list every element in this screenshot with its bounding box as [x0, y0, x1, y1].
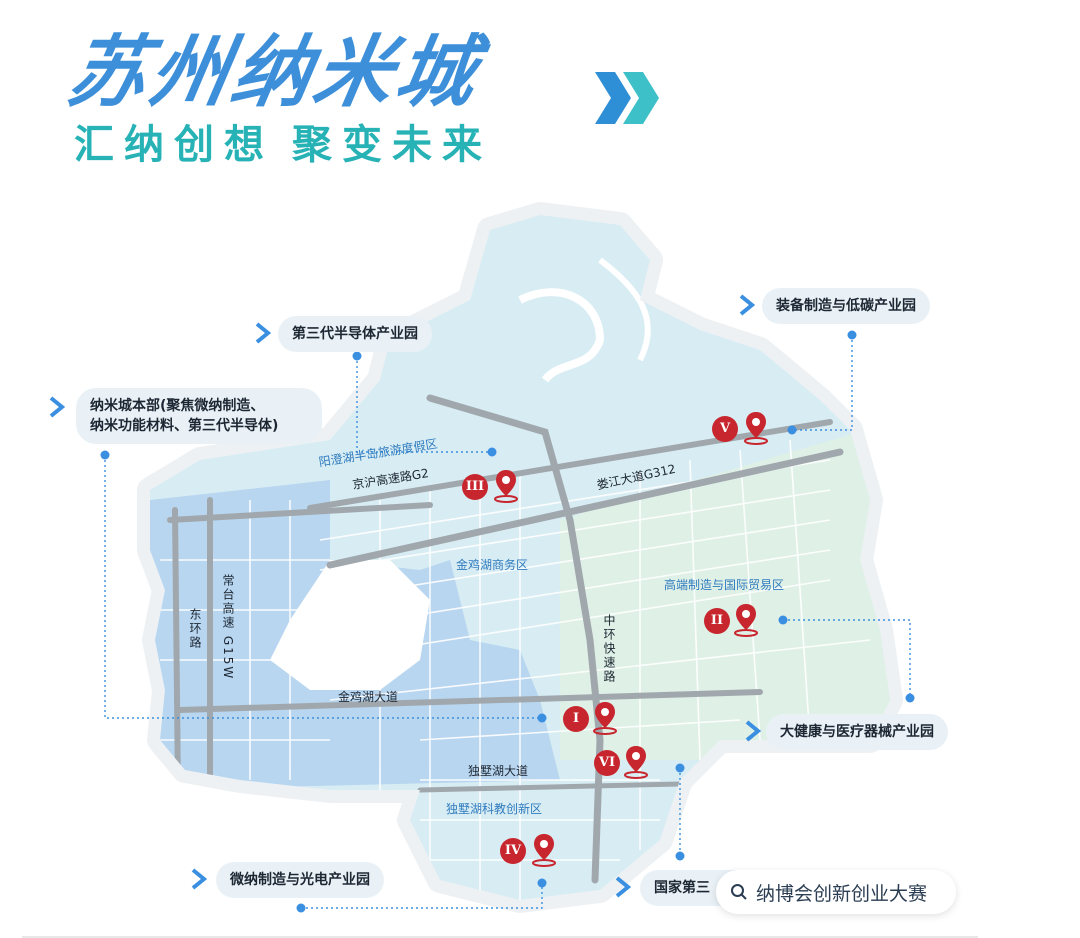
- label-high-end: 高端制造与国际贸易区: [664, 578, 785, 592]
- peninsula-river: [598, 257, 651, 362]
- connector-dots: [100, 330, 915, 913]
- search-suggestion[interactable]: 纳博会创新创业大赛: [716, 870, 956, 914]
- search-icon: [731, 884, 747, 900]
- pin-V[interactable]: V: [712, 410, 776, 450]
- location-pin-icon: [744, 412, 768, 445]
- label-jinjihu-avenue: 金鸡湖大道: [338, 690, 399, 704]
- label-east-ring: 东环路: [188, 608, 202, 650]
- chevron-right-icon: [745, 720, 762, 742]
- label-dushuhu-sci: 独墅湖科教创新区: [446, 802, 543, 816]
- location-pin-icon: [624, 746, 648, 779]
- chevron-right-icon: [739, 294, 756, 316]
- label-jinjihu-business: 金鸡湖商务区: [456, 558, 529, 572]
- label-changtai: 常台高速 G15W: [221, 574, 235, 681]
- region-east: [560, 420, 890, 760]
- callout-health-label: 大健康与医疗器械产业园: [780, 724, 934, 740]
- callout-micro-label: 微纳制造与光电产业园: [230, 872, 370, 888]
- callout-semiconductor-label: 第三代半导体产业园: [292, 326, 418, 342]
- callout-equipment-label: 装备制造与低碳产业园: [776, 298, 916, 314]
- callout-national-label: 国家第三: [654, 880, 710, 896]
- chevron-right-icon: [191, 868, 208, 890]
- pin-IV-badge: IV: [500, 838, 526, 864]
- chevron-right-icon: [255, 322, 272, 344]
- pin-III[interactable]: III: [462, 468, 526, 508]
- callout-hq-line1: 纳米城本部(聚焦微纳制造、: [90, 398, 265, 414]
- page-subtitle: 汇纳创想聚变未来: [74, 112, 492, 170]
- pin-II-badge: II: [704, 608, 730, 634]
- location-pin-icon: [593, 702, 617, 735]
- pin-VI-badge: VI: [594, 750, 620, 776]
- pin-V-badge: V: [712, 416, 738, 442]
- subtitle-right: 聚变未来: [292, 122, 492, 168]
- callout-hq-line2: 纳米功能材料、第三代半导体): [90, 418, 279, 434]
- callout-micro: 微纳制造与光电产业园: [216, 862, 384, 898]
- chevron-right-icon: [615, 876, 632, 898]
- callout-equipment: 装备制造与低碳产业园: [762, 288, 930, 324]
- pin-I[interactable]: I: [563, 700, 627, 740]
- callout-semiconductor: 第三代半导体产业园: [278, 316, 432, 352]
- pin-IV[interactable]: IV: [500, 832, 564, 872]
- double-chevron-right-icon: [595, 72, 659, 124]
- pin-II[interactable]: II: [704, 602, 768, 642]
- chevron-right-icon: [49, 396, 66, 418]
- pin-VI[interactable]: VI: [594, 744, 658, 784]
- label-ring-expressway: 中环快速路: [602, 614, 616, 684]
- divider: [22, 936, 978, 938]
- location-pin-icon: [494, 470, 518, 503]
- label-dushuhu-avenue: 独墅湖大道: [468, 764, 529, 778]
- callout-hq: 纳米城本部(聚焦微纳制造、 纳米功能材料、第三代半导体): [76, 388, 322, 444]
- callout-health: 大健康与医疗器械产业园: [766, 714, 948, 750]
- pin-III-badge: III: [462, 474, 488, 500]
- peninsula-lake: [518, 288, 605, 383]
- search-text: 纳博会创新创业大赛: [756, 882, 928, 905]
- location-pin-icon: [532, 834, 556, 867]
- subtitle-left: 汇纳创想: [74, 122, 274, 168]
- location-pin-icon: [734, 604, 758, 637]
- connector-lines: [104, 335, 911, 909]
- pin-I-badge: I: [563, 706, 589, 732]
